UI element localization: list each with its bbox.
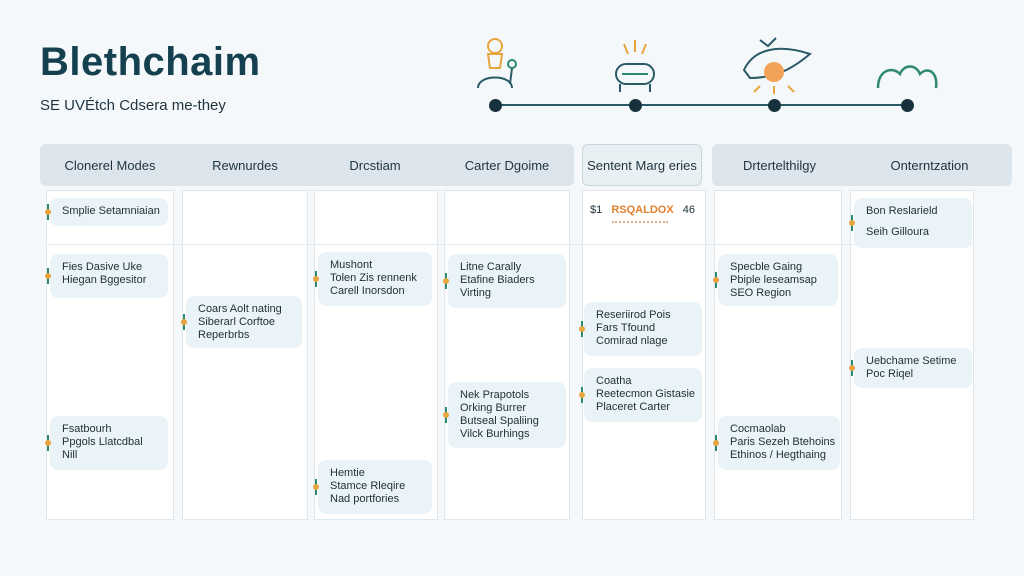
card-line: Ethinos / Hegthaing bbox=[730, 449, 827, 461]
card-line: Virting bbox=[460, 287, 491, 299]
column-header-6[interactable]: Drtertelthilgy bbox=[743, 157, 816, 173]
readout-left: $1 bbox=[590, 204, 603, 216]
pin-icon bbox=[443, 407, 449, 423]
page-title: Blethchaim bbox=[40, 40, 261, 84]
pin-icon bbox=[579, 321, 585, 337]
bulb-icon bbox=[615, 40, 655, 92]
timeline-dot[interactable] bbox=[629, 99, 642, 112]
header-band bbox=[712, 144, 1012, 186]
card-line: Nad portfories bbox=[330, 493, 400, 505]
card-line: Cocmaolab bbox=[730, 423, 786, 435]
pin-icon bbox=[45, 204, 51, 220]
card-line: Hemtie bbox=[330, 467, 365, 479]
card-line: Seih Gilloura bbox=[866, 226, 929, 238]
column-2 bbox=[182, 190, 308, 520]
column-6 bbox=[714, 190, 842, 520]
card-line: Butseal Spaliing bbox=[460, 415, 539, 427]
card-line: Comirad nlage bbox=[596, 335, 668, 347]
pin-icon bbox=[313, 271, 319, 287]
card-c2a[interactable]: Coars Aolt nating Siberarl Corftoe Reper… bbox=[181, 296, 302, 348]
pin-icon bbox=[579, 387, 585, 403]
column-1 bbox=[46, 190, 174, 520]
page-subtitle: SE UVÉtch Cdsera me-they bbox=[40, 97, 226, 114]
header-band-highlight bbox=[582, 144, 702, 186]
column-4 bbox=[444, 190, 570, 520]
card-c7a[interactable]: Bon Reslarield Seih Gilloura bbox=[849, 198, 972, 248]
card-line: SEO Region bbox=[730, 287, 792, 299]
card-line: Ppgols Llatcdbal bbox=[62, 436, 143, 448]
pin-icon bbox=[181, 314, 187, 330]
card-line: Stamce Rleqire bbox=[330, 480, 406, 492]
card-line: Placeret Carter bbox=[596, 401, 670, 413]
card-c5a[interactable]: Reseriirod Pois Fars Tfound Comirad nlag… bbox=[579, 302, 702, 356]
card-line: Specble Gaing bbox=[730, 261, 803, 273]
card-line: Paris Sezeh Btehoins bbox=[730, 436, 836, 448]
timeline-dot[interactable] bbox=[901, 99, 914, 112]
card-line: Fies Dasive Uke bbox=[62, 261, 143, 273]
row-divider bbox=[46, 244, 974, 245]
card-c1c[interactable]: Fsatbourh Ppgols Llatcdbal Nill bbox=[45, 416, 168, 470]
value-readout: $1 RSQALDOX 46 bbox=[590, 204, 695, 223]
card-line: Nek Prapotols bbox=[460, 389, 530, 401]
card-line: Mushont bbox=[330, 259, 373, 271]
sun-icon bbox=[742, 37, 813, 94]
pin-icon bbox=[45, 268, 51, 284]
card-line: Litne Carally bbox=[460, 261, 522, 273]
card-line: Smplie Setamniaian bbox=[62, 205, 160, 217]
header-band bbox=[40, 144, 574, 186]
card-line: Etafine Biaders bbox=[460, 274, 535, 286]
pin-icon bbox=[849, 360, 855, 376]
readout-badge: RSQALDOX bbox=[611, 204, 674, 216]
card-line: Fars Tfound bbox=[596, 322, 656, 334]
pin-icon bbox=[849, 215, 855, 231]
card-c4a[interactable]: Litne Carally Etafine Biaders Virting bbox=[443, 254, 566, 308]
card-c6b[interactable]: Cocmaolab Paris Sezeh Btehoins Ethinos /… bbox=[713, 416, 840, 470]
card-line: Siberarl Corftoe bbox=[198, 316, 276, 328]
column-header-1[interactable]: Clonerel Modes bbox=[64, 157, 156, 173]
card-line: Bon Reslarield bbox=[866, 205, 938, 217]
card-line: Coatha bbox=[596, 375, 632, 387]
dotted-underline bbox=[612, 221, 668, 225]
card-c1a[interactable]: Smplie Setamniaian bbox=[45, 198, 168, 226]
column-header-3[interactable]: Drcstiam bbox=[349, 157, 401, 173]
card-line: Pbiple leseamsap bbox=[730, 274, 817, 286]
card-line: Poc Riqel bbox=[866, 368, 914, 380]
card-c5b[interactable]: Coatha Reetecmon Gistasie Placeret Carte… bbox=[579, 368, 702, 422]
column-header-2[interactable]: Rewnurdes bbox=[212, 157, 278, 173]
card-line: Uebchame Setime bbox=[866, 355, 957, 367]
card-line: Reetecmon Gistasie bbox=[596, 388, 696, 400]
card-line: Fsatbourh bbox=[62, 423, 112, 435]
timeline-line bbox=[492, 104, 910, 106]
card-line: Vilck Burhings bbox=[460, 428, 530, 440]
card-line: Nill bbox=[62, 449, 78, 461]
card-line: Reseriirod Pois bbox=[596, 309, 671, 321]
readout-right: 46 bbox=[682, 204, 695, 216]
card-c6a[interactable]: Specble Gaing Pbiple leseamsap SEO Regio… bbox=[713, 254, 838, 306]
card-line: Carell Inorsdon bbox=[330, 285, 405, 297]
timeline-dot[interactable] bbox=[768, 99, 781, 112]
column-header-7[interactable]: Onterntzation bbox=[890, 157, 969, 173]
card-line: Coars Aolt nating bbox=[198, 303, 282, 315]
lantern-icon bbox=[477, 38, 517, 89]
card-c3a[interactable]: Mushont Tolen Zis rennenk Carell Inorsdo… bbox=[313, 252, 432, 306]
pin-icon bbox=[713, 272, 719, 288]
card-c3b[interactable]: Hemtie Stamce Rleqire Nad portfories bbox=[313, 460, 432, 514]
card-line: Hiegan Bggesitor bbox=[62, 274, 147, 286]
card-line: Orking Burrer bbox=[460, 402, 527, 414]
pin-icon bbox=[45, 435, 51, 451]
pin-icon bbox=[713, 435, 719, 451]
cloud-icon bbox=[876, 65, 938, 89]
card-c1b[interactable]: Fies Dasive Uke Hiegan Bggesitor bbox=[45, 254, 168, 298]
pin-icon bbox=[443, 273, 449, 289]
column-header-5[interactable]: Sentent Marg eries bbox=[587, 157, 697, 173]
card-line: Reperbrbs bbox=[198, 329, 250, 341]
timeline-dot[interactable] bbox=[489, 99, 502, 112]
column-header-4[interactable]: Carter Dgoime bbox=[464, 157, 550, 173]
pin-icon bbox=[313, 479, 319, 495]
card-line: Tolen Zis rennenk bbox=[330, 272, 417, 284]
card-c4b[interactable]: Nek Prapotols Orking Burrer Butseal Spal… bbox=[443, 382, 566, 448]
card-c7b[interactable]: Uebchame Setime Poc Riqel bbox=[849, 348, 972, 388]
